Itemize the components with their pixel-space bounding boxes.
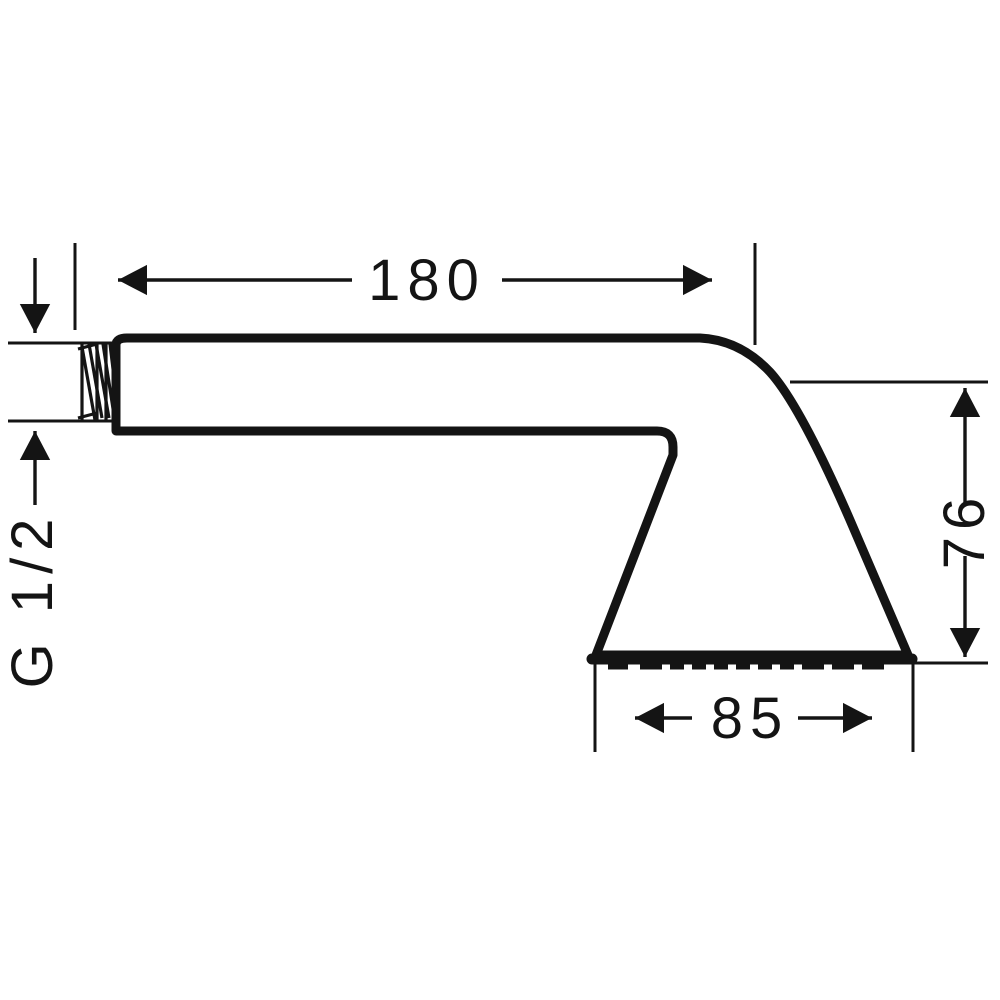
dimension-76: 76 <box>932 388 997 657</box>
product-outline <box>77 333 918 670</box>
dimension-180: 180 <box>117 248 712 313</box>
dimension-label-76: 76 <box>932 491 997 570</box>
shower-body-outline <box>111 333 913 660</box>
dimension-85: 85 <box>634 686 872 751</box>
dimension-label-85: 85 <box>711 686 790 751</box>
extension-lines <box>8 243 988 752</box>
dimension-label-g-half: G 1/2 <box>0 512 65 689</box>
dimension-label-180: 180 <box>368 248 486 313</box>
dimension-g-half: G 1/2 <box>0 258 65 688</box>
